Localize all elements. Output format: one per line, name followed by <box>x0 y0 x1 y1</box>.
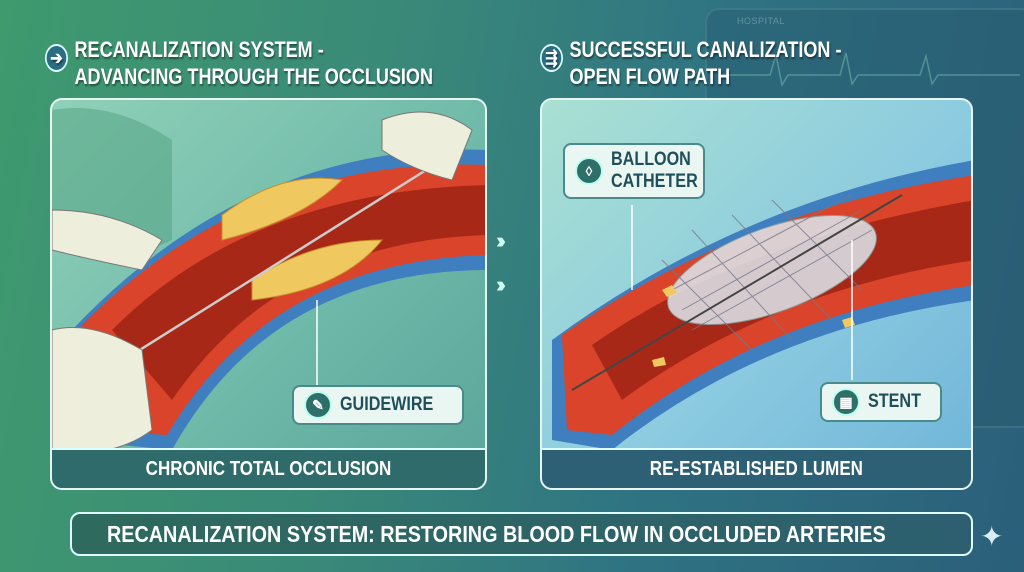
left-caption-text: CHRONIC TOTAL OCCLUSION <box>145 457 392 480</box>
stent-mesh <box>661 194 873 351</box>
balloon-icon: ◊ <box>575 157 603 185</box>
stented-artery-illustration <box>552 160 971 450</box>
occluded-artery-illustration <box>52 108 485 453</box>
balloon-label-line1: BALLOON <box>611 149 691 170</box>
chevron-right-icon: ››› <box>496 228 506 253</box>
ecg-trace <box>720 52 1020 88</box>
monitor-label: HOSPITAL <box>737 16 785 26</box>
left-caption: CHRONIC TOTAL OCCLUSION <box>52 448 485 488</box>
summary-banner: RECANALIZATION SYSTEM: RESTORING BLOOD F… <box>70 512 973 556</box>
right-caption: RE-ESTABLISHED LUMEN <box>542 448 971 488</box>
balloon-label-line2: CATHETER <box>611 171 698 192</box>
right-heading-line2: OPEN FLOW PATH <box>569 64 731 89</box>
left-heading-line1: RECANALIZATION SYSTEM - <box>74 37 324 62</box>
left-heading: ➔ RECANALIZATION SYSTEM -ADVANCING THROU… <box>45 36 433 90</box>
left-heading-line2: ADVANCING THROUGH THE OCCLUSION <box>74 64 433 89</box>
guidewire-label: ✎ GUIDEWIRE <box>292 385 464 425</box>
stent-label-text: STENT <box>868 391 921 412</box>
sparkle-icon: ✦ <box>980 521 1004 552</box>
right-caption-text: RE-ESTABLISHED LUMEN <box>649 457 864 480</box>
right-heading-line1: SUCCESSFUL CANALIZATION - <box>569 37 842 62</box>
guidewire-label-text: GUIDEWIRE <box>340 394 434 415</box>
arrow-right-icon: ➔ <box>45 44 68 72</box>
flow-arrows-icon: ⇶ <box>540 44 563 72</box>
guidewire-icon: ✎ <box>304 391 332 419</box>
chevron-right-icon: ››› <box>496 272 506 297</box>
summary-banner-text: RECANALIZATION SYSTEM: RESTORING BLOOD F… <box>107 520 886 547</box>
stent-label: ▦ STENT <box>820 382 942 422</box>
right-heading: ⇶ SUCCESSFUL CANALIZATION -OPEN FLOW PAT… <box>540 36 841 90</box>
occlusion-panel: ✎ GUIDEWIRE CHRONIC TOTAL OCCLUSION <box>50 98 487 490</box>
stent-icon: ▦ <box>832 388 860 416</box>
